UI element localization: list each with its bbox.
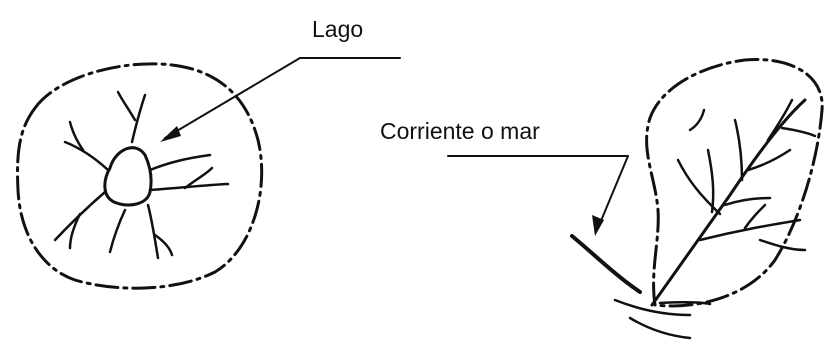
lake-label: Lago xyxy=(312,16,364,42)
open-basin-divide xyxy=(645,57,824,308)
receiving-water-line xyxy=(613,298,692,317)
lake-pointer-arrow xyxy=(164,57,301,139)
main-channel xyxy=(650,98,807,307)
lake-pointer-arrowhead xyxy=(160,126,181,142)
closed-basin-streams xyxy=(53,90,230,260)
closed-basin-divide xyxy=(16,62,264,290)
outlet-pointer-arrow xyxy=(597,155,629,229)
outlet-label: Corriente o mar xyxy=(380,118,540,144)
outlet-pointer-arrowhead xyxy=(592,215,604,236)
open-basin xyxy=(447,57,824,340)
open-basin-streams xyxy=(676,98,817,252)
outlet-stream-segment xyxy=(570,234,642,294)
receiving-water-line xyxy=(628,316,692,340)
closed-basin xyxy=(16,57,401,290)
lake xyxy=(103,146,153,207)
receiving-water-line xyxy=(658,301,712,306)
